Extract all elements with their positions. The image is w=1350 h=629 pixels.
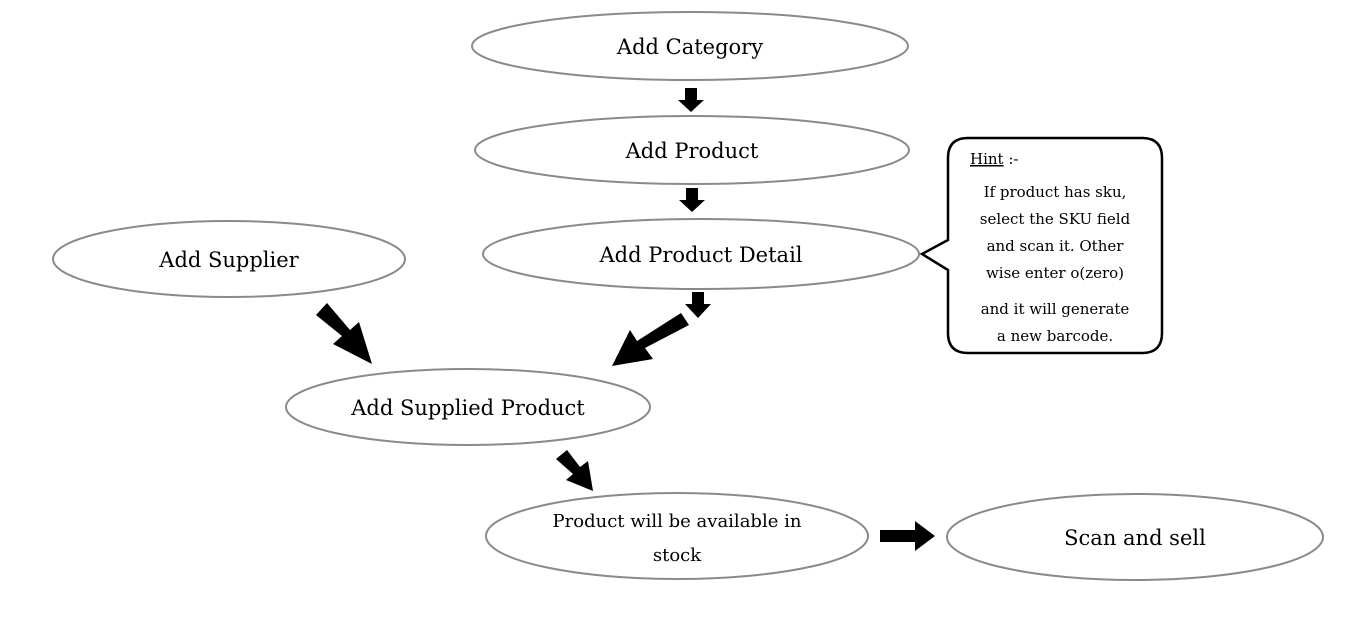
node-add-product-detail-label: Add Product Detail	[598, 243, 802, 267]
arrow-detail-down	[685, 292, 711, 318]
arrow-available-to-scan	[880, 521, 935, 551]
hint-title-suffix: :-	[1004, 150, 1019, 168]
arrow-supplier-to-supplied	[316, 303, 372, 364]
hint-line-5: and it will generate	[981, 300, 1130, 318]
hint-line-2: select the SKU field	[980, 210, 1131, 228]
node-add-product-detail: Add Product Detail	[482, 218, 920, 290]
node-product-available-shape	[485, 492, 869, 580]
node-add-product-detail-shape	[482, 218, 920, 290]
node-add-supplied-product-shape	[285, 368, 651, 446]
hint-line-4: wise enter o(zero)	[986, 264, 1124, 282]
node-add-product: Add Product	[474, 115, 910, 185]
hint-line-1: If product has sku,	[984, 183, 1127, 201]
node-product-available-label-line2: stock	[653, 545, 702, 566]
node-add-supplier-shape	[52, 220, 406, 298]
hint-title-word: Hint	[970, 150, 1004, 168]
node-scan-and-sell: Scan and sell	[946, 493, 1324, 581]
node-scan-and-sell-label: Scan and sell	[1064, 526, 1206, 550]
arrow-category-to-product	[678, 88, 704, 112]
hint-callout-box	[919, 136, 1164, 355]
node-add-product-shape	[474, 115, 910, 185]
arrow-product-to-detail	[679, 188, 705, 212]
node-add-category: Add Category	[471, 11, 909, 81]
hint-callout: Hint :- If product has sku, select the S…	[919, 136, 1164, 355]
node-add-supplier-label: Add Supplier	[158, 248, 299, 272]
node-add-category-shape	[471, 11, 909, 81]
node-scan-and-sell-shape	[946, 493, 1324, 581]
node-add-supplier: Add Supplier	[52, 220, 406, 298]
node-add-category-label: Add Category	[616, 35, 763, 59]
hint-title: Hint :-	[970, 150, 1018, 168]
node-product-available: Product will be available in stock	[485, 492, 869, 580]
node-add-supplied-product-label: Add Supplied Product	[350, 396, 585, 420]
node-product-available-label-line1: Product will be available in	[553, 511, 802, 532]
hint-line-6: a new barcode.	[997, 327, 1113, 345]
arrow-detail-to-supplied	[612, 313, 689, 366]
hint-line-3: and scan it. Other	[987, 237, 1125, 255]
node-add-supplied-product: Add Supplied Product	[285, 368, 651, 446]
node-add-product-label: Add Product	[625, 139, 759, 163]
arrow-supplied-to-available	[556, 450, 593, 491]
